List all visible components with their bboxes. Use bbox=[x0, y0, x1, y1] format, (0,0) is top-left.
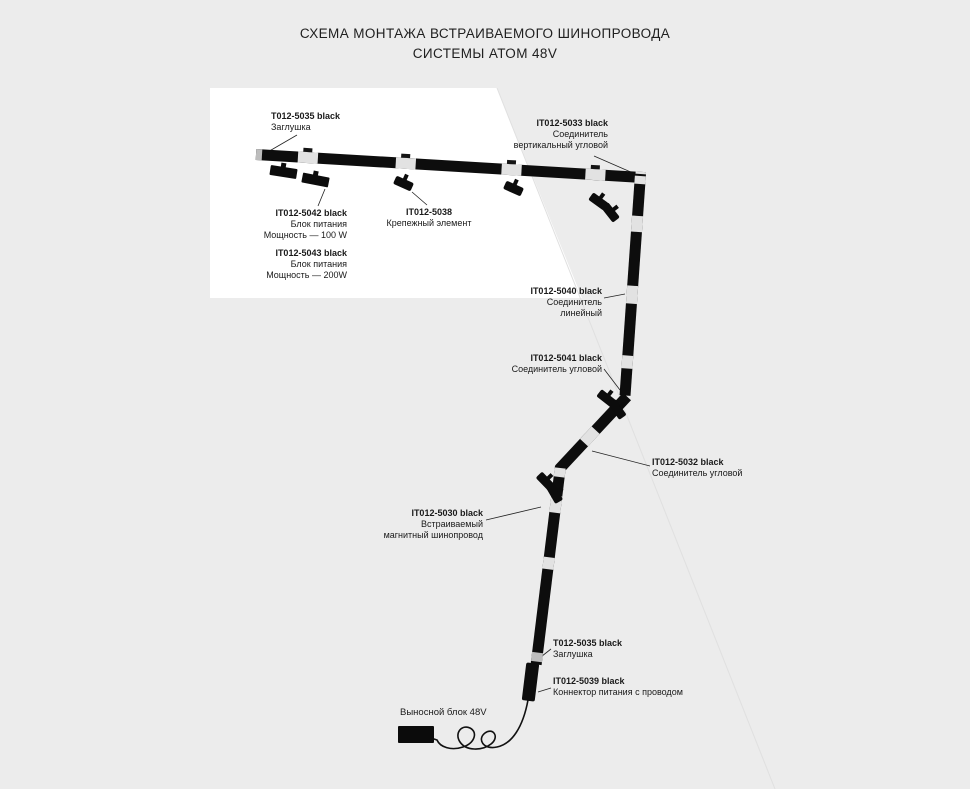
external-psu-block bbox=[398, 726, 434, 743]
mounting-clip bbox=[401, 153, 411, 159]
description: Блок питания bbox=[290, 219, 347, 229]
description: Выносной блок 48V bbox=[400, 707, 487, 718]
leader-line-linear-connector bbox=[603, 293, 626, 299]
leader-line-track bbox=[485, 506, 542, 521]
description: магнитный шинопровод bbox=[383, 530, 483, 540]
track-connector-band bbox=[501, 163, 522, 176]
part-number: IT012-5033 black bbox=[536, 118, 608, 128]
label-psu-100: IT012-5042 black Блок питания Мощность —… bbox=[253, 208, 347, 241]
description: Коннектор питания с проводом bbox=[553, 687, 683, 697]
part-number: IT012-5039 black bbox=[553, 676, 625, 686]
label-corner-2: IT012-5032 black Соединитель угловой bbox=[652, 457, 752, 479]
mounting-clip bbox=[590, 164, 600, 170]
title-line-1: СХЕМА МОНТАЖА ВСТРАИВАЕМОГО ШИНОПРОВОДА bbox=[299, 26, 671, 41]
part-number: T012-5035 black bbox=[271, 111, 341, 121]
description: Соединитель bbox=[552, 129, 608, 139]
track-connector-band bbox=[585, 168, 606, 181]
label-corner-vertical: IT012-5033 black Соединитель вертикальны… bbox=[506, 118, 608, 151]
part-number: IT012-5040 black bbox=[530, 286, 602, 296]
leader-line-corner-1 bbox=[603, 368, 621, 391]
wall-edge-line bbox=[496, 87, 776, 789]
label-external-block: Выносной блок 48V bbox=[400, 707, 500, 718]
description: Встраиваемый bbox=[420, 519, 483, 529]
track-connector-band bbox=[542, 556, 555, 570]
description: Соединитель угловой bbox=[652, 468, 743, 478]
description: Крепежный элемент bbox=[386, 218, 472, 228]
track-connector-band bbox=[634, 175, 646, 185]
part-number: T012-5035 black bbox=[553, 638, 623, 648]
label-fixing-element: IT012-5038 Крепежный элемент bbox=[383, 207, 475, 229]
end-cap-bottom bbox=[531, 651, 544, 663]
part-number: IT012-5042 black bbox=[275, 208, 347, 218]
part-number: IT012-5041 black bbox=[530, 353, 602, 363]
part-number: IT012-5038 bbox=[405, 207, 453, 217]
part-number: IT012-5032 black bbox=[652, 457, 724, 467]
description: Заглушка bbox=[271, 122, 311, 132]
track-connector-band bbox=[297, 151, 319, 164]
label-psu-200: IT012-5043 black Блок питания Мощность —… bbox=[253, 248, 347, 281]
label-linear-connector: IT012-5040 black Соединитель линейный bbox=[503, 286, 602, 319]
mounting-clip bbox=[303, 147, 313, 153]
part-number: IT012-5030 black bbox=[411, 508, 483, 518]
label-track: IT012-5030 black Встраиваемый магнитный … bbox=[376, 508, 483, 541]
leader-line-corner-2 bbox=[591, 450, 651, 467]
label-cap-bottom: T012-5035 black Заглушка bbox=[553, 638, 643, 660]
linear-connector-band bbox=[625, 285, 639, 305]
description: Соединитель линейный bbox=[546, 297, 602, 318]
power-wire bbox=[433, 699, 529, 750]
track-connector-band bbox=[553, 467, 566, 478]
label-power-connector: IT012-5039 black Коннектор питания с про… bbox=[553, 676, 693, 698]
description: Мощность — 100 W bbox=[263, 230, 347, 240]
mounting-clip bbox=[506, 159, 517, 165]
track-connector-band bbox=[621, 355, 634, 369]
label-corner-1: IT012-5041 black Соединитель угловой bbox=[503, 353, 602, 375]
title-line-2: СИСТЕМЫ АТОМ 48V bbox=[412, 46, 558, 61]
description: Блок питания bbox=[290, 259, 347, 269]
leader-line-fixing bbox=[411, 191, 428, 206]
label-cap-top: T012-5035 black Заглушка bbox=[271, 111, 361, 133]
track-connector-band bbox=[395, 157, 417, 170]
description: Мощность — 200W bbox=[266, 270, 347, 280]
leader-line-psu bbox=[317, 188, 326, 207]
description: вертикальный угловой bbox=[513, 140, 608, 150]
leader-line-power-connector bbox=[537, 687, 552, 693]
track-connector-band bbox=[630, 215, 644, 233]
part-number: IT012-5043 black bbox=[275, 248, 347, 258]
page-title: СХЕМА МОНТАЖА ВСТРАИВАЕМОГО ШИНОПРОВОДА … bbox=[0, 24, 970, 64]
description: Соединитель угловой bbox=[511, 364, 602, 374]
end-cap-top bbox=[255, 149, 263, 161]
description: Заглушка bbox=[553, 649, 593, 659]
